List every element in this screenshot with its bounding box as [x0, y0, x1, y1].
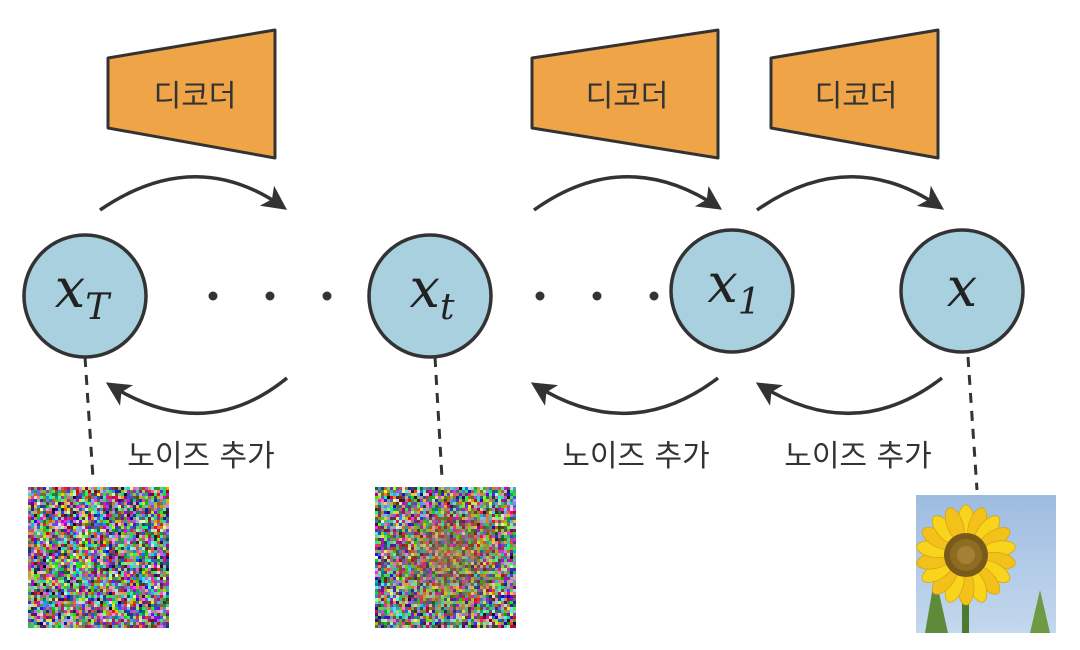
noise-arrow-3 [755, 376, 944, 416]
add-noise-label: 노이즈 추가 [784, 439, 932, 474]
decoder-label: 디코더 [815, 79, 898, 114]
dashed-connector-2 [433, 356, 444, 479]
add-noise-label: 노이즈 추가 [127, 439, 275, 474]
sunflower-image [916, 495, 1056, 633]
pure-noise-image [28, 487, 169, 628]
svg-text:x: x [947, 256, 977, 319]
node-var: x [707, 252, 737, 315]
svg-text:x1: x1 [707, 252, 760, 323]
node-sub: 1 [738, 282, 761, 323]
decoder-label: 디코더 [154, 79, 237, 114]
node-var: x [410, 257, 440, 320]
node-sub: T [85, 287, 112, 328]
node-sub: t [440, 287, 455, 328]
svg-text:xT: xT [55, 257, 112, 328]
node-var: x [947, 256, 977, 319]
node-x-T: xT [22, 233, 148, 359]
ellipsis-2 [535, 291, 659, 301]
decoder-2: 디코더 [530, 28, 720, 160]
dashed-connector-3 [966, 356, 979, 491]
noise-arrow-1 [105, 376, 289, 416]
denoise-arrow-1 [99, 175, 288, 212]
decoder-3: 디코더 [769, 28, 940, 160]
ellipsis-1 [208, 291, 332, 301]
node-x-1: x1 [669, 228, 795, 354]
noise-arrow-2 [530, 376, 720, 416]
add-noise-label: 노이즈 추가 [562, 439, 710, 474]
partially-noised-image [375, 487, 516, 628]
svg-text:xt: xt [410, 257, 455, 328]
node-x: x [899, 228, 1025, 354]
denoise-arrow-3 [755, 175, 945, 212]
dashed-connector-1 [83, 356, 95, 479]
denoise-arrow-2 [532, 175, 723, 212]
decoder-1: 디코더 [106, 28, 277, 160]
node-x-t: xt [367, 233, 493, 359]
node-var: x [55, 257, 85, 320]
decoder-label: 디코더 [586, 79, 669, 114]
